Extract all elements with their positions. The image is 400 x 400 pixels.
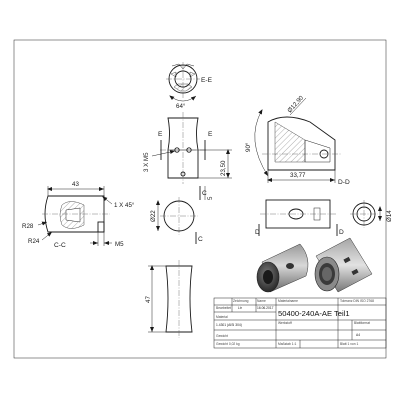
- iso-render-right: [314, 237, 373, 293]
- cut-mark-e-left: E: [158, 131, 163, 138]
- tb-header-drawing: Zeichnung: [233, 299, 249, 303]
- end-view-dia: Ø22: [150, 210, 157, 222]
- cut-mark-e-right: E: [208, 131, 213, 138]
- tb-drawn-name: Ltr: [238, 306, 243, 310]
- tb-footer-scale: Maßstab 1:1: [278, 342, 296, 346]
- iso-render-left: [256, 243, 309, 293]
- cc-thread-dim: M5: [115, 241, 124, 248]
- title-block: Zeichnung Name Materialname Toleranz DIN…: [213, 297, 387, 349]
- tb-sheet-value: A4: [356, 333, 360, 337]
- sheet-frame: [13, 39, 387, 359]
- dd-hole-dia: Ø12,90: [286, 94, 305, 114]
- front-offset-dim: 5: [207, 196, 214, 200]
- lower-height-dim: 47: [145, 296, 152, 303]
- cut-mark-c-bottom: C: [198, 236, 203, 243]
- cut-mark-c-top: C: [202, 190, 207, 197]
- tb-drawn-date: 16.06.2017: [257, 306, 274, 310]
- dd-length-dim: 33,77: [290, 172, 306, 179]
- cc-radius-outer: R28: [22, 223, 34, 230]
- tb-footer-sheet: Blatt 1 von 1: [340, 342, 358, 346]
- section-cc-view: 43 1 X 45° R28 R24 C-C M5: [22, 181, 135, 249]
- lower-view: 47: [145, 260, 193, 338]
- tb-footer-weight: Gewicht 0,02 kg: [216, 342, 240, 346]
- section-cc-label: C-C: [54, 242, 66, 249]
- cc-chamfer-dim: 1 X 45°: [114, 202, 135, 209]
- drawing-number: 50400-240A-AE Teil1: [278, 309, 350, 318]
- tb-material-value: 1.4301 (AISI 304): [216, 323, 242, 327]
- section-ee-label: E-E: [201, 77, 213, 84]
- thread-note: 3 X M5: [143, 152, 150, 172]
- cut-mark-d-right: D: [339, 229, 344, 236]
- section-dd-view: 90° Ø12,90 33,77 D-D: [245, 94, 350, 186]
- side-bore-dia: Ø14: [386, 210, 393, 222]
- tb-col-weight: Gewicht: [216, 334, 228, 338]
- tb-material-name: Werkstoff: [278, 321, 292, 325]
- side-view: D D Ø14: [255, 199, 393, 236]
- cut-mark-d-left: D: [255, 229, 260, 236]
- tb-header-name: Name: [257, 299, 266, 303]
- front-view: E E 3 X M5 23,50 C 5: [143, 112, 232, 200]
- tb-material-label: Material: [216, 315, 228, 319]
- front-height-dim: 23,50: [220, 160, 227, 176]
- tb-drawn-label: Bearbeitet: [216, 306, 231, 310]
- tb-header-material-name: Materialname: [278, 299, 298, 303]
- section-ee-view: 64° E-E: [166, 62, 213, 110]
- cc-length-dim: 43: [72, 181, 79, 188]
- tb-header-tolerance: Toleranz DIN ISO 2768: [340, 299, 374, 303]
- ee-angle-dim: 64°: [176, 103, 186, 110]
- end-view: Ø22 C: [150, 197, 203, 244]
- tb-sheet-label: Blattformat: [354, 321, 370, 325]
- cc-radius-inner: R24: [28, 238, 40, 245]
- section-dd-label: D-D: [338, 179, 350, 186]
- dd-angle-dim: 90°: [245, 142, 252, 152]
